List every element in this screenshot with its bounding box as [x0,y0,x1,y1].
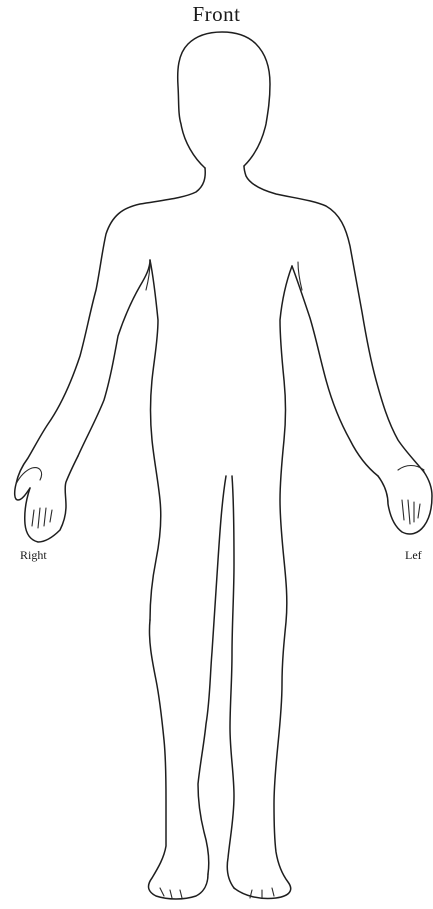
right-leg-outer [149,620,208,899]
right-side-label: Right [20,548,47,563]
right-toe-lines [160,888,182,898]
collar-hints [146,262,302,290]
left-finger-lines [402,500,420,524]
right-finger-lines [32,508,52,528]
left-arm-outer [244,166,424,472]
right-arm-inner [78,260,150,456]
left-hand-outline [378,472,432,534]
left-leg-inner [227,476,234,888]
left-side-label: Lef [405,548,422,563]
head-outline [178,32,270,168]
right-hand-outline [25,456,78,542]
left-leg-outer [234,266,292,899]
left-arm-inner [292,266,378,476]
right-arm-outer [15,168,206,500]
right-torso-side [150,260,161,620]
right-leg-inner [198,476,226,874]
